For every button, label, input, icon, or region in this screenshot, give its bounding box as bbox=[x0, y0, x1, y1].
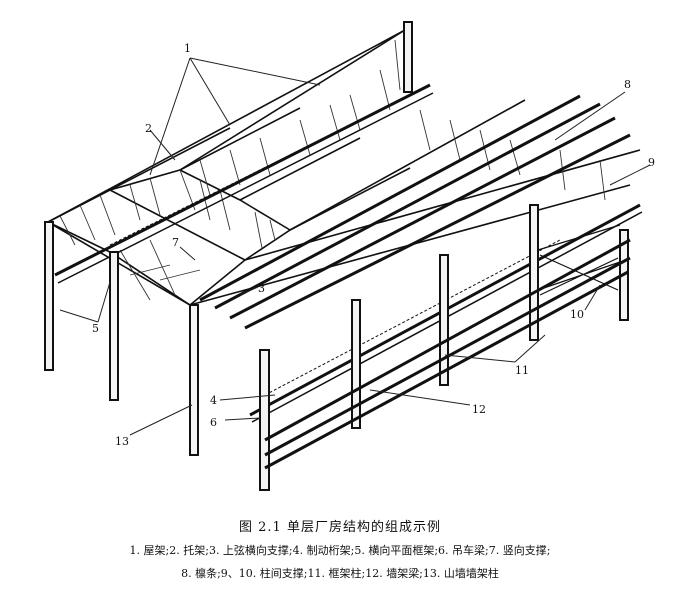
callout-2: 2 bbox=[145, 122, 152, 135]
callout-11: 11 bbox=[515, 364, 529, 377]
figure-title: 图 2.1 单层厂房结构的组成示例 bbox=[239, 520, 441, 535]
callout-6: 6 bbox=[210, 416, 217, 429]
purlins bbox=[199, 94, 631, 330]
callout-9: 9 bbox=[648, 156, 655, 169]
callout-7: 7 bbox=[172, 236, 179, 249]
factory-structure-drawing: 1 2 3 4 5 6 7 8 9 10 11 12 13 bbox=[44, 21, 655, 491]
callout-3: 3 bbox=[258, 282, 265, 295]
roof-trusses bbox=[47, 29, 641, 306]
callout-12: 12 bbox=[472, 403, 486, 416]
legend-line-1: 1. 屋架;2. 托架;3. 上弦横向支撑;4. 制动桁架;5. 横向平面框架;… bbox=[129, 544, 551, 557]
callout-8: 8 bbox=[624, 78, 631, 91]
crane-beams bbox=[54, 83, 643, 423]
callout-1: 1 bbox=[184, 42, 191, 55]
truss-webs bbox=[59, 39, 606, 301]
callout-labels: 1 2 3 4 5 6 7 8 9 10 11 12 13 bbox=[92, 42, 655, 448]
callout-5: 5 bbox=[92, 322, 99, 335]
column-bracing bbox=[537, 224, 621, 296]
frame-columns bbox=[44, 21, 629, 491]
legend-line-2: 8. 檩条;9、10. 柱间支撑;11. 框架柱;12. 墙架梁;13. 山墙墙… bbox=[181, 567, 499, 580]
callout-10: 10 bbox=[570, 308, 584, 321]
leader-lines bbox=[59, 57, 651, 436]
callout-4: 4 bbox=[210, 394, 217, 407]
callout-13: 13 bbox=[115, 435, 129, 448]
wall-girts bbox=[264, 238, 631, 470]
